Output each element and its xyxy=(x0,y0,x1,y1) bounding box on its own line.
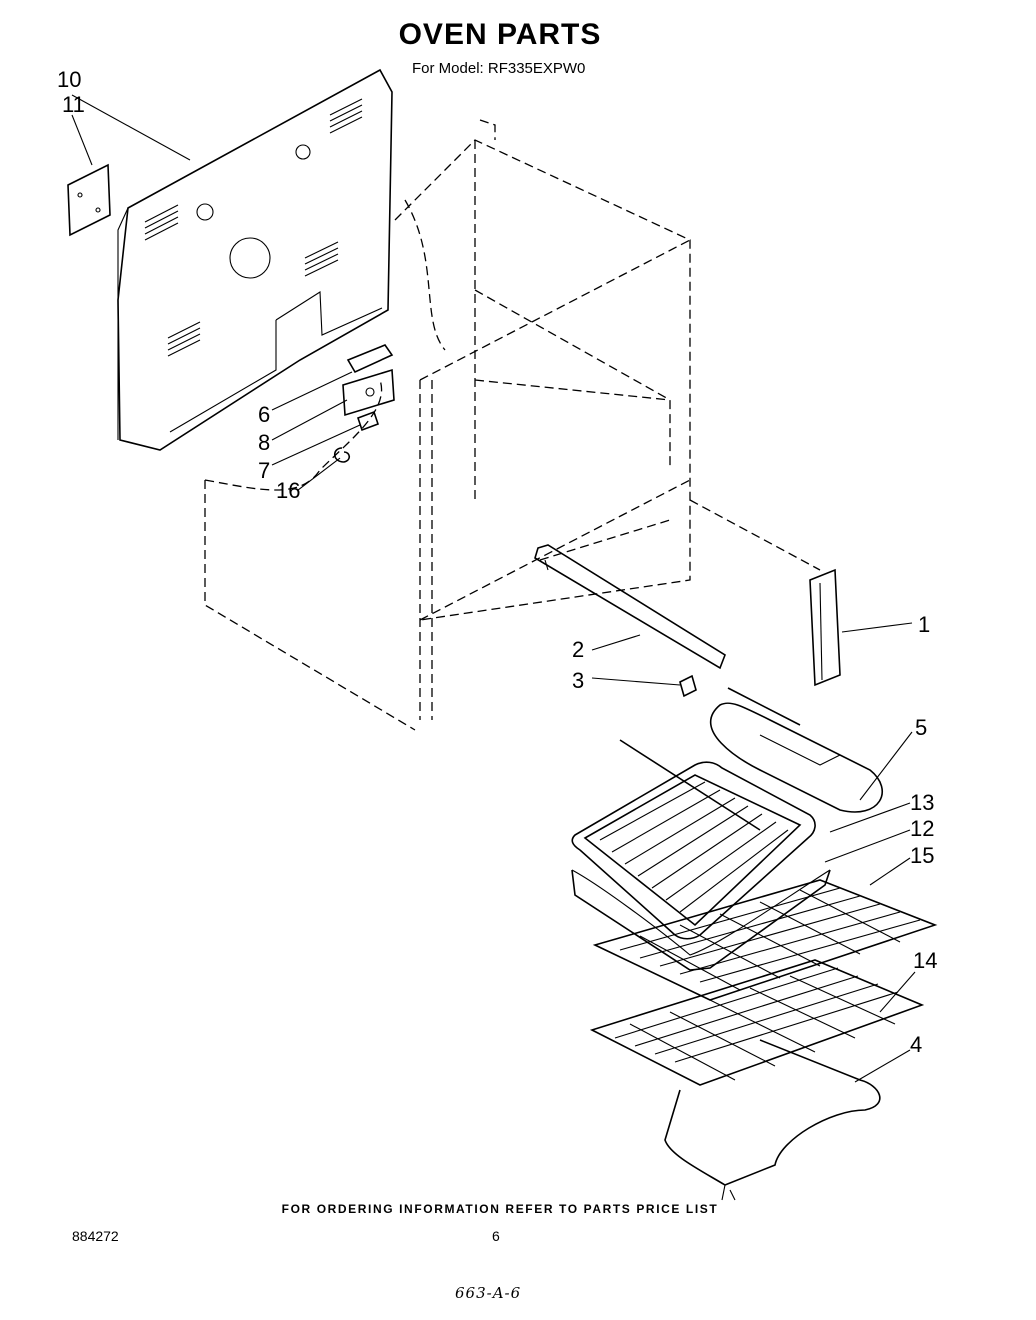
document-number: 884272 xyxy=(72,1228,119,1244)
ordering-note: FOR ORDERING INFORMATION REFER TO PARTS … xyxy=(281,1202,719,1216)
broiler-pan xyxy=(571,761,831,971)
oven-cabinet-outline xyxy=(204,119,821,731)
bake-element xyxy=(619,687,883,831)
upper-oven-rack xyxy=(592,879,938,1001)
bracket-part xyxy=(67,163,111,237)
support-bar xyxy=(534,544,726,698)
callout-10: 10 xyxy=(57,67,81,92)
broil-element xyxy=(664,1039,881,1201)
callout-1: 1 xyxy=(918,612,930,637)
callout-12: 12 xyxy=(910,816,934,841)
callout-15: 15 xyxy=(910,843,934,868)
page-number: 6 xyxy=(492,1228,500,1244)
callout-8: 8 xyxy=(258,430,270,455)
callout-5: 5 xyxy=(915,715,927,740)
callout-16: 16 xyxy=(276,478,300,503)
callout-labels: 10 11 6 8 7 16 1 2 3 5 13 12 15 14 4 xyxy=(57,67,937,1057)
side-bracket xyxy=(809,568,841,687)
leader-lines xyxy=(71,94,916,1083)
callout-13: 13 xyxy=(910,790,934,815)
page-title: OVEN PARTS xyxy=(398,18,602,51)
model-label: For Model: RF335EXPW0 xyxy=(412,60,586,77)
rear-panel xyxy=(117,68,393,451)
lower-oven-rack xyxy=(589,959,925,1086)
small-parts xyxy=(333,344,395,463)
callout-11: 11 xyxy=(62,92,85,117)
callout-14: 14 xyxy=(913,948,937,973)
callout-6: 6 xyxy=(258,402,270,427)
callout-7: 7 xyxy=(258,458,270,483)
callout-2: 2 xyxy=(572,637,584,662)
callout-3: 3 xyxy=(572,668,584,693)
handwritten-note: 663-A-6 xyxy=(455,1284,522,1302)
callout-4: 4 xyxy=(910,1032,922,1057)
